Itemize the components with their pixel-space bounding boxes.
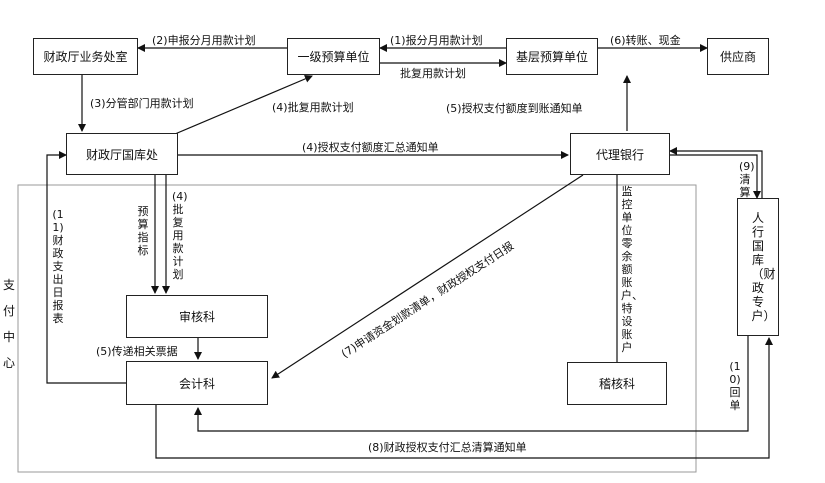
edge-e4b-label: (4)授权支付额度汇总通知单 <box>302 141 439 154</box>
finance-dept-label: 财政厅业务处室 <box>43 50 128 64</box>
treasury-office-label: 财政厅国库处 <box>85 147 158 162</box>
pboc-treasury-box: 人行国库（财政专户） <box>737 198 779 336</box>
first-level-unit-label: 一级预算单位 <box>297 50 370 64</box>
edge-e10-label: (10)回单 <box>729 360 741 412</box>
grassroots-unit-label: 基层预算单位 <box>515 50 588 64</box>
inspection-section-label: 稽核科 <box>598 377 635 391</box>
edge-e1b-label: 批复用款计划 <box>400 67 466 80</box>
edge-e5a-label: (5)授权支付额度到账通知单 <box>446 102 583 115</box>
pboc-treasury-label: 人行国库（财政专户） <box>751 211 776 323</box>
budget-index-label: 预算指标 <box>137 205 149 257</box>
edge-e10 <box>194 336 749 432</box>
monitor-label: 监控单位零余额账户、特设账户 <box>621 185 643 354</box>
agent-bank-label: 代理银行 <box>595 147 644 162</box>
edge-e8 <box>155 337 773 459</box>
edge-e2-label: (2)申报分月用款计划 <box>152 34 256 47</box>
supplier-box: 供应商 <box>707 38 769 75</box>
edge-e7 <box>271 174 584 379</box>
edge-e6-label: (6)转账、现金 <box>610 34 681 47</box>
edge-e9b <box>670 154 761 199</box>
supplier-label: 供应商 <box>719 50 756 64</box>
inspection-section-box: 稽核科 <box>567 362 667 405</box>
edge-e9a <box>669 147 763 198</box>
edge-e11 <box>46 151 126 384</box>
grassroots-unit-box: 基层预算单位 <box>506 38 598 75</box>
audit-section-box: 审核科 <box>126 295 268 338</box>
edge-e9-label: (9)清算 <box>739 160 755 199</box>
accounting-section-label: 会计科 <box>178 376 215 391</box>
finance-dept-box: 财政厅业务处室 <box>33 38 138 75</box>
edge-e1-label: (1)报分月用款计划 <box>390 34 483 47</box>
edge-e5b-label: (5)传递相关票据 <box>96 345 178 358</box>
audit-section-label: 审核科 <box>178 310 215 324</box>
edge-e11-label: (11)财政支出日报表 <box>52 208 64 325</box>
edge-e8-label: (8)财政授权支付汇总清算通知单 <box>368 441 527 454</box>
edge-e4a-label: (4)批复用款计划 <box>272 101 354 114</box>
first-level-unit-box: 一级预算单位 <box>287 38 380 75</box>
treasury-office-box: 财政厅国库处 <box>66 133 178 175</box>
agent-bank-box: 代理银行 <box>570 133 670 175</box>
edge-e3-label: (3)分管部门用款计划 <box>90 97 194 110</box>
edge-e4a <box>174 75 313 135</box>
payment-center-frame <box>17 184 697 473</box>
edge-e4c-label: (4)批复用款计划 <box>172 190 188 281</box>
accounting-section-box: 会计科 <box>126 361 268 405</box>
payment-center-label: 支付中心 <box>2 278 15 370</box>
